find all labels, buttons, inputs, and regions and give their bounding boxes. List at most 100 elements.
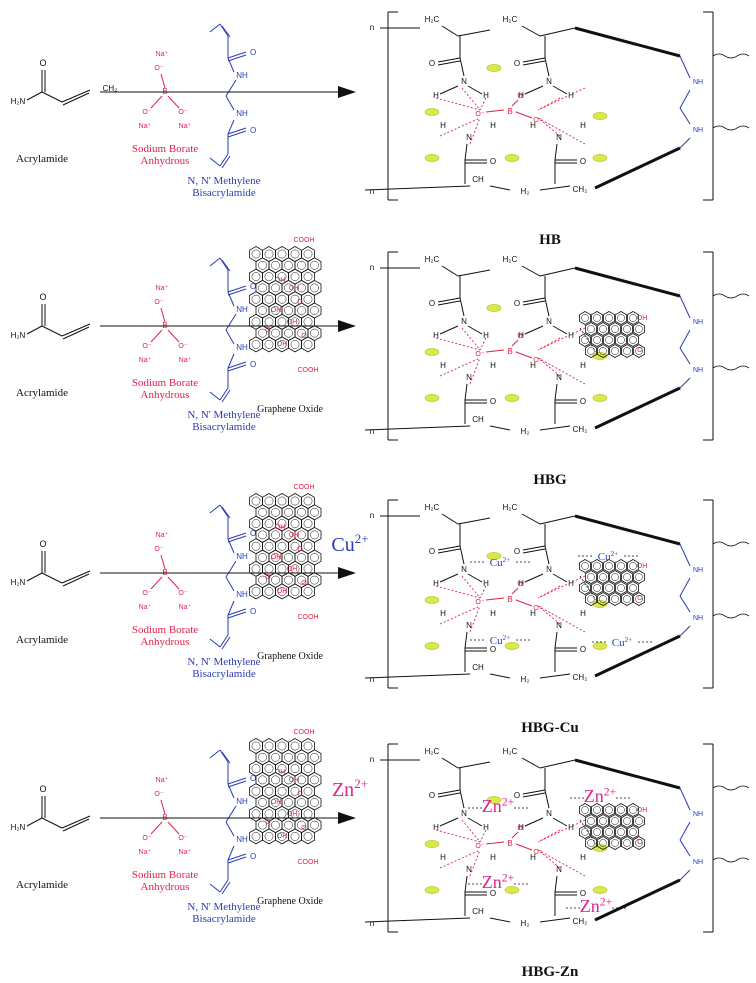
wavy-chain-end	[712, 857, 750, 863]
aromatic-circle	[251, 764, 261, 773]
aromatic-circle	[264, 340, 274, 349]
aromatic-circle	[623, 347, 631, 355]
sodium-ion: Na⁺	[139, 122, 152, 130]
carboxyl-group: COOH	[298, 614, 319, 621]
bond-line	[522, 300, 546, 306]
metal-ion-label: Cu2+	[612, 636, 632, 649]
hydrogen-bond	[537, 357, 561, 377]
wavy-chain-end	[712, 293, 750, 299]
repeat-unit-n: n	[370, 427, 374, 436]
bisacrylamide-label: Bisacrylamide	[192, 668, 256, 680]
bond-line	[160, 554, 166, 570]
borate-oxygen: O⁻	[475, 111, 484, 118]
aromatic-ring	[615, 803, 627, 817]
water-ellipse	[504, 154, 520, 162]
sodium-ion: Na⁺	[139, 603, 152, 611]
hydrogen-bond	[461, 819, 481, 843]
amide-hydrogen: H	[568, 823, 574, 832]
bis-oxygen: O	[250, 126, 256, 135]
bond-line	[150, 95, 163, 109]
wavy-chain-end	[712, 53, 750, 59]
aromatic-ring	[633, 322, 645, 336]
amide-nitrogen: N	[466, 373, 472, 382]
bond-line	[521, 25, 541, 37]
aromatic-circle	[617, 314, 625, 322]
borate-oxygen: O⁻	[154, 791, 163, 798]
aromatic-circle	[251, 294, 261, 304]
aromatic-ring	[579, 825, 591, 839]
carbonyl-oxygen: O	[490, 889, 496, 898]
borate-oxygen: O⁻	[154, 299, 163, 306]
aromatic-circle	[310, 752, 319, 762]
amide-nitrogen: N	[461, 565, 467, 574]
aromatic-ring	[597, 592, 609, 606]
bond-line	[539, 185, 571, 191]
bond-line	[544, 57, 550, 77]
repeat-unit-n: n	[370, 755, 374, 764]
bond-line	[160, 799, 166, 815]
epoxy-oxygen: O	[265, 574, 271, 581]
aromatic-circle	[623, 325, 631, 333]
water-ellipse	[504, 394, 520, 402]
bond-line	[219, 153, 229, 167]
aromatic-circle	[599, 573, 607, 581]
aromatic-circle	[599, 817, 607, 825]
product-label: HBG	[533, 472, 567, 488]
aromatic-circle	[251, 786, 261, 796]
carbonyl-oxygen: O	[490, 645, 496, 654]
aromatic-circle	[290, 741, 300, 751]
bond-line	[574, 514, 681, 546]
scheme-panel-hb: H₂NOCH₂AcrylamideNa⁺O⁻BO⁻O⁻Na⁺Na⁺Sodium …	[11, 11, 750, 248]
aromatic-circle	[587, 573, 595, 581]
aromatic-ring	[621, 836, 633, 850]
bond-line	[61, 815, 91, 829]
amide-hydrogen: H	[440, 361, 446, 370]
aromatic-circle	[271, 530, 280, 540]
aromatic-circle	[290, 340, 300, 349]
aromatic-circle	[310, 798, 319, 807]
amide-nitrogen: N	[461, 77, 467, 86]
bis-nh: NH	[236, 71, 248, 80]
aromatic-circle	[290, 294, 300, 304]
carbonyl-oxygen: O	[580, 889, 586, 898]
aromatic-circle	[605, 336, 613, 344]
aromatic-circle	[629, 314, 637, 322]
bond-line	[459, 297, 465, 317]
amide-nitrogen: N	[556, 133, 562, 142]
carbonyl-oxygen: O	[514, 791, 520, 800]
aromatic-ring	[579, 559, 591, 573]
bond-line	[221, 259, 231, 272]
aromatic-circle	[258, 553, 267, 562]
aromatic-circle	[251, 272, 261, 281]
bond-line	[574, 758, 681, 790]
bond-line	[522, 792, 546, 798]
bisacrylamide-label: N, N' Methylene	[187, 175, 260, 187]
hydrogen-bond	[435, 829, 481, 843]
water-ellipse	[424, 108, 440, 116]
hydrogen-bond	[439, 357, 481, 377]
aromatic-circle	[303, 519, 313, 528]
bond-line	[459, 789, 465, 809]
aromatic-circle	[271, 283, 280, 293]
sodium-ion: Na⁺	[156, 531, 169, 539]
hydrogen-bond	[439, 849, 481, 869]
aromatic-circle	[303, 272, 313, 281]
aromatic-circle	[264, 249, 274, 259]
aromatic-circle	[623, 595, 631, 603]
bond-line	[522, 57, 546, 63]
aromatic-circle	[277, 741, 287, 751]
aromatic-circle	[277, 832, 287, 841]
amide-nitrogen: N	[466, 133, 472, 142]
hydrogen-bond	[537, 327, 586, 351]
aromatic-circle	[258, 328, 267, 338]
aromatic-ring	[579, 333, 591, 347]
bond-line	[167, 821, 180, 835]
backbone-ch2: CH₂	[573, 425, 588, 434]
aromatic-circle	[629, 336, 637, 344]
amide-hydrogen: H	[440, 121, 446, 130]
aromatic-ring	[633, 814, 645, 828]
aromatic-circle	[258, 820, 267, 830]
acrylamide-nh2: H₂N	[11, 578, 26, 587]
bond-line	[511, 99, 519, 107]
aromatic-circle	[581, 562, 589, 570]
